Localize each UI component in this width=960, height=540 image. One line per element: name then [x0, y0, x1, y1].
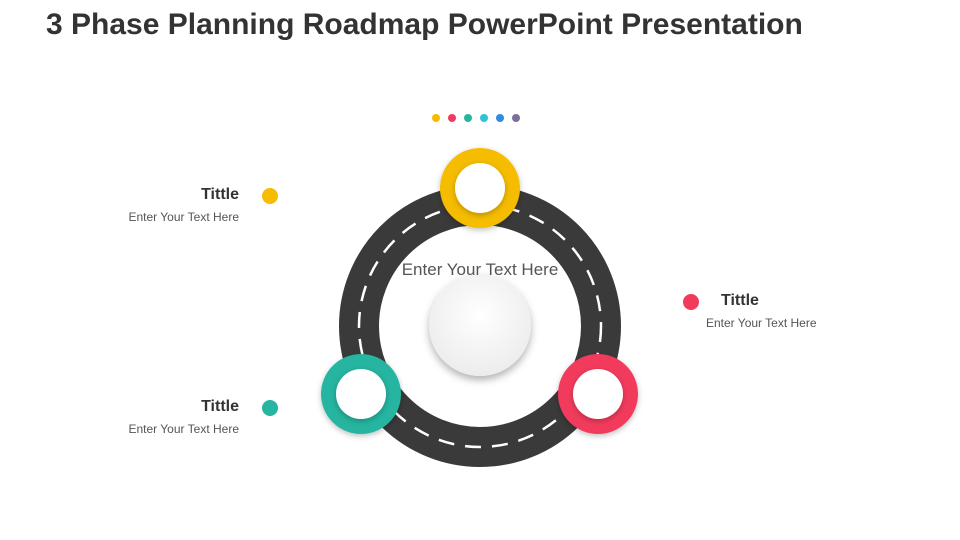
callout-title: Tittle	[201, 398, 239, 415]
center-text: Enter Your Text Here	[401, 260, 559, 279]
phase-node-top	[440, 148, 520, 228]
callout-title: Tittle	[721, 292, 759, 309]
callout-phase-right: Tittle Enter Your Text Here	[706, 292, 817, 330]
callout-text: Enter Your Text Here	[128, 210, 239, 224]
marker-phase-right	[683, 294, 699, 310]
dot-3	[464, 114, 472, 122]
dot-4	[480, 114, 488, 122]
marker-phase-bottom-left	[262, 400, 278, 416]
callout-text: Enter Your Text Here	[128, 422, 239, 436]
phase-node-bottom-left	[321, 354, 401, 434]
dot-5	[496, 114, 504, 122]
phase-node-bottom-left-inner	[336, 369, 386, 419]
callout-phase-top: Tittle Enter Your Text Here	[128, 186, 239, 224]
center-circle	[429, 274, 531, 376]
callout-text: Enter Your Text Here	[706, 316, 817, 330]
phase-node-top-inner	[455, 163, 505, 213]
dot-6	[512, 114, 520, 122]
phase-node-right-inner	[573, 369, 623, 419]
dot-1	[432, 114, 440, 122]
slide-title: 3 Phase Planning Roadmap PowerPoint Pres…	[46, 8, 803, 41]
color-dots	[432, 114, 520, 122]
marker-phase-top	[262, 188, 278, 204]
dot-2	[448, 114, 456, 122]
callout-phase-bottom-left: Tittle Enter Your Text Here	[128, 398, 239, 436]
callout-title: Tittle	[201, 186, 239, 203]
phase-node-right	[558, 354, 638, 434]
